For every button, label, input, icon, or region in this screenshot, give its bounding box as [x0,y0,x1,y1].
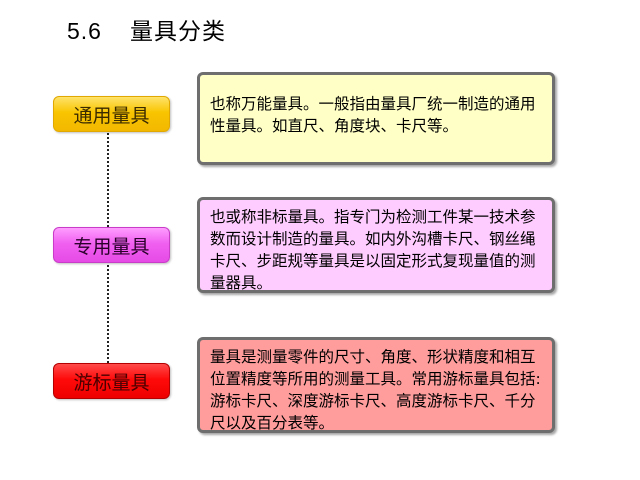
description-box-special: 也或称非标量具。指专门为检测工件某一技术参数而设计制造的量具。如内外沟槽卡尺、钢… [197,197,555,293]
description-box-general: 也称万能量具。一般指由量具厂统一制造的通用性量具。如直尺、角度块、卡尺等。 [197,72,555,165]
page-title: 5.6 量具分类 [67,12,226,46]
section-title: 量具分类 [129,19,226,45]
category-label-vernier: 游标量具 [53,363,170,399]
category-label-general: 通用量具 [53,96,170,132]
section-number: 5.6 [67,18,102,44]
category-label-special: 专用量具 [53,227,170,263]
description-box-vernier: 量具是测量零件的尺寸、角度、形状精度和相互位置精度等所用的测量工具。常用游标量具… [197,337,555,433]
